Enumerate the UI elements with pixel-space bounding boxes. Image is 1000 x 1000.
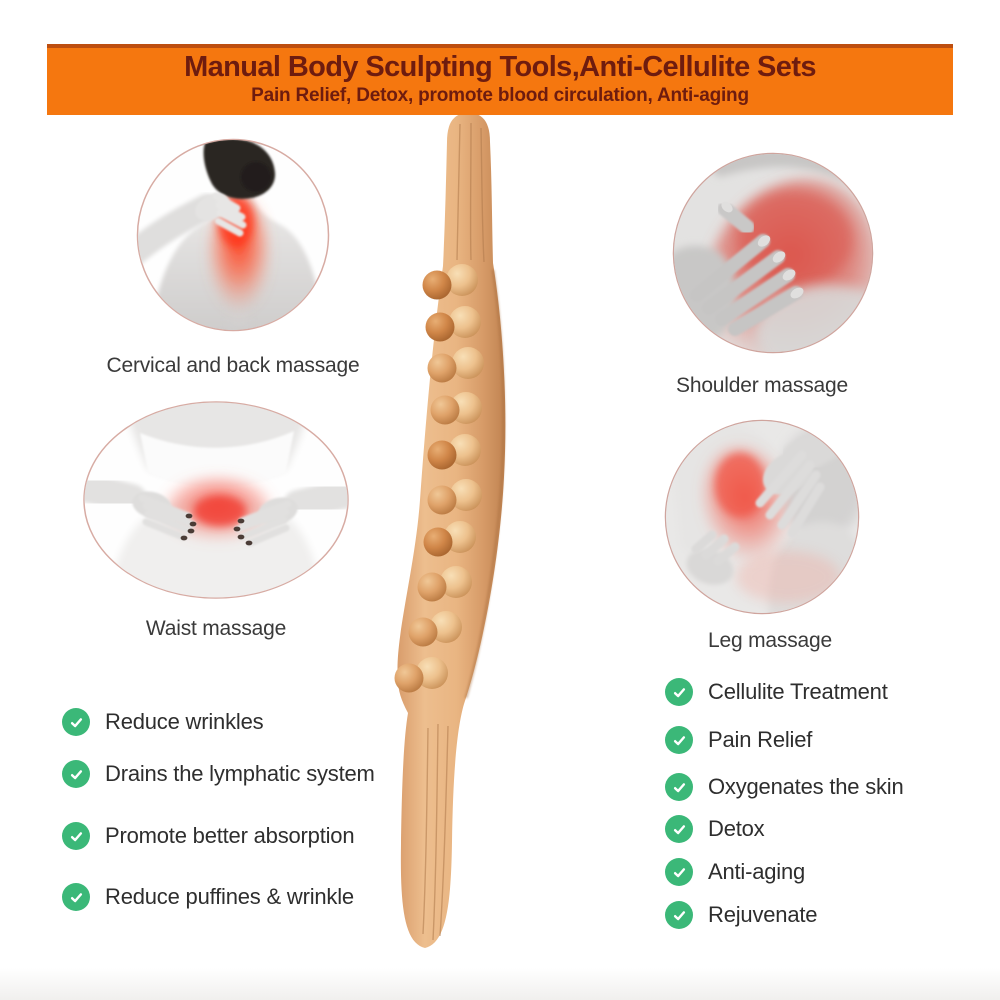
fingernails (721, 201, 804, 299)
benefit-item: Promote better absorption (62, 822, 355, 850)
benefit-item: Anti-aging (665, 858, 805, 886)
check-icon (665, 815, 693, 843)
benefit-item: Oxygenates the skin (665, 773, 904, 801)
benefit-item: Reduce puffines & wrinkle (62, 883, 354, 911)
benefit-item: Detox (665, 815, 765, 843)
benefit-item: Reduce wrinkles (62, 708, 264, 736)
banner-title: Manual Body Sculpting Tools,Anti-Celluli… (184, 51, 816, 83)
photo-waist-massage (83, 401, 349, 599)
lower-fingers (691, 530, 740, 566)
photo-shoulder-massage (672, 152, 874, 354)
check-icon (665, 901, 693, 929)
use-case-label-shoulder: Shoulder massage (676, 374, 848, 397)
banner-subtitle: Pain Relief, Detox, promote blood circul… (251, 85, 749, 106)
benefit-label: Pain Relief (708, 727, 813, 752)
photo-cervical-back-massage (136, 138, 330, 332)
benefit-item: Drains the lymphatic system (62, 760, 375, 788)
right-arm (283, 476, 348, 520)
benefit-label: Reduce puffines & wrinkle (105, 884, 354, 909)
use-case-label-cervical-back: Cervical and back massage (106, 354, 360, 377)
benefit-label: Rejuvenate (708, 902, 818, 927)
top-fingers (755, 450, 825, 538)
photo-leg-massage (664, 419, 860, 615)
left-fingers (138, 494, 196, 541)
check-icon (62, 883, 90, 911)
check-icon (62, 822, 90, 850)
benefit-label: Drains the lymphatic system (105, 761, 375, 786)
check-icon (665, 678, 693, 706)
massage-stick-photo (394, 113, 506, 948)
benefit-label: Promote better absorption (105, 823, 355, 848)
use-case-label-leg: Leg massage (708, 629, 832, 652)
benefit-item: Cellulite Treatment (665, 678, 888, 706)
stick-edge-shade (464, 269, 506, 699)
benefit-label: Detox (708, 816, 765, 841)
benefit-item: Rejuvenate (665, 901, 818, 929)
check-icon (62, 708, 90, 736)
massage-beads (394, 264, 484, 693)
benefit-item: Pain Relief (665, 726, 812, 754)
benefit-label: Reduce wrinkles (105, 709, 264, 734)
use-case-label-waist: Waist massage (145, 617, 287, 640)
benefit-label: Cellulite Treatment (708, 679, 888, 704)
fingers (212, 192, 247, 237)
right-fingers (234, 500, 292, 547)
banner: Manual Body Sculpting Tools,Anti-Celluli… (47, 44, 953, 115)
bra-band (140, 431, 294, 487)
check-icon (665, 726, 693, 754)
fingers (690, 234, 803, 336)
check-icon (62, 760, 90, 788)
right-nails (233, 518, 253, 546)
bottom-shadow (0, 968, 1000, 1000)
left-nails (180, 513, 197, 541)
benefit-label: Anti-aging (708, 859, 806, 884)
check-icon (665, 773, 693, 801)
check-icon (665, 858, 693, 886)
benefit-label: Oxygenates the skin (708, 774, 904, 799)
wood-grain (422, 122, 485, 941)
